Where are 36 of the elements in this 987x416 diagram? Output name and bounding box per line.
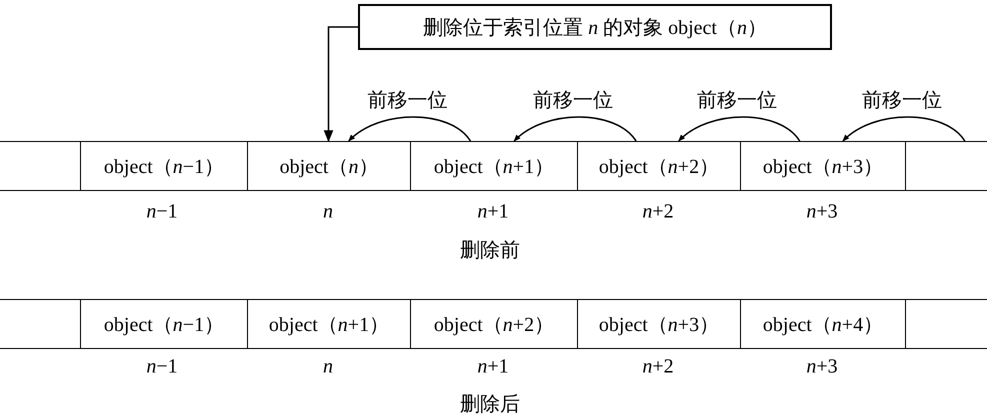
curved-arrow — [514, 116, 637, 142]
index-label: n+2 — [642, 200, 674, 224]
index-label: n−1 — [146, 356, 178, 378]
array-caption: 删除前 — [460, 238, 520, 264]
array-cell — [0, 141, 81, 191]
array-cell: object（n−1） — [80, 141, 248, 191]
edge-label: 前移一位 — [368, 88, 448, 114]
array-cell: object（n） — [247, 141, 411, 191]
array-caption: 删除后 — [460, 392, 520, 416]
index-label: n+1 — [477, 200, 509, 224]
index-label: n+3 — [806, 356, 838, 378]
curved-arrow — [842, 116, 966, 142]
array-cell: object（n−1） — [80, 299, 248, 349]
array-cell — [905, 299, 987, 349]
index-label: n+3 — [806, 200, 838, 224]
index-label: n+2 — [642, 356, 674, 378]
array-cell — [905, 141, 987, 191]
index-label: n — [323, 356, 333, 378]
callout-box: 删除位于索引位置 n 的对象 object（n） — [358, 4, 832, 50]
array-cell: object（n+2） — [577, 141, 741, 191]
index-label: n — [323, 200, 333, 224]
array-cell: object（n+4） — [740, 299, 906, 349]
array-cell: object（n+3） — [740, 141, 906, 191]
array-cell: object（n+3） — [577, 299, 741, 349]
edge-label: 前移一位 — [697, 88, 778, 114]
index-label: n+1 — [477, 356, 509, 378]
curved-arrow — [678, 116, 800, 142]
curved-arrow — [348, 116, 472, 142]
array-cell: object（n+2） — [410, 299, 578, 349]
leader-arrow — [324, 26, 358, 142]
index-label: n−1 — [146, 200, 178, 224]
array-cell: object（n+1） — [410, 141, 578, 191]
array-cell: object（n+1） — [247, 299, 411, 349]
edge-label: 前移一位 — [533, 88, 614, 114]
edge-label: 前移一位 — [862, 88, 942, 114]
array-cell — [0, 299, 81, 349]
